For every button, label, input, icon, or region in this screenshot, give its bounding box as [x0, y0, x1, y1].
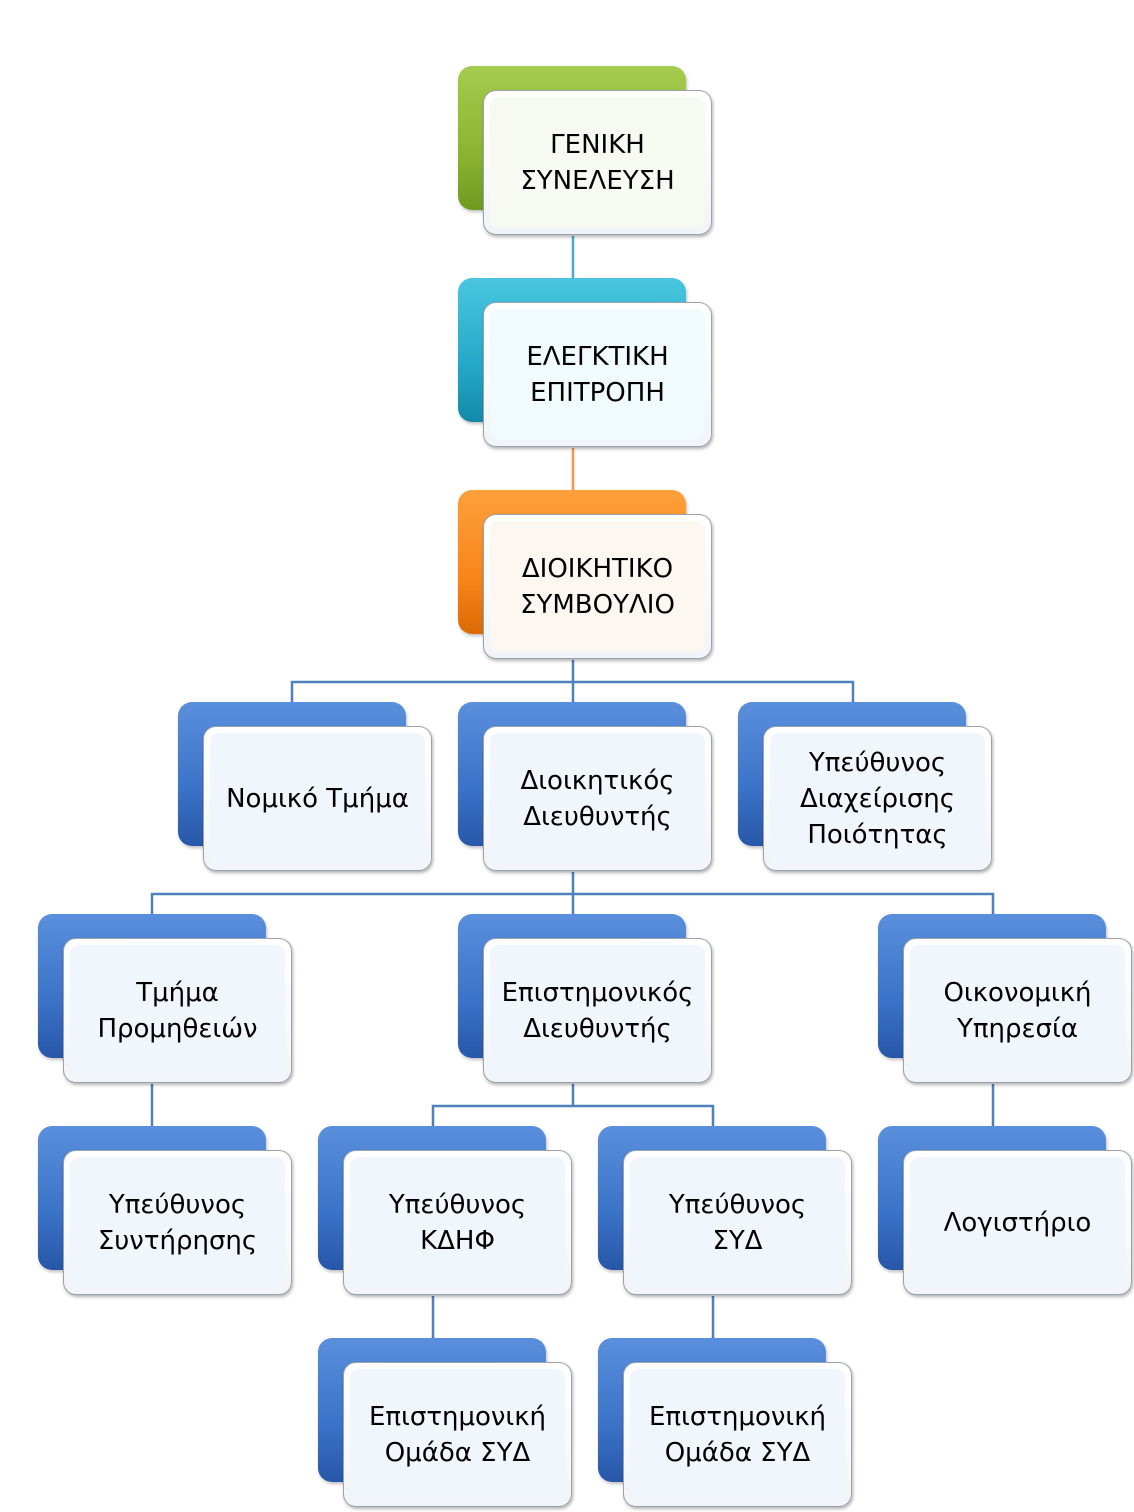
node-quality-manager: Υπεύθυνος Διαχείρισης Ποιότητας	[738, 702, 994, 872]
node-label: Λογιστήριο	[943, 1207, 1092, 1238]
node-general-assembly: ΓΕΝΙΚΗ ΣΥΝΕΛΕΥΣΗ	[458, 66, 714, 236]
node-scientific-director: Επιστημονικός Διευθυντής	[458, 914, 714, 1084]
node-team-syd-1: Επιστημονική Ομάδα ΣΥΔ	[318, 1338, 574, 1508]
node-label: Επιστημονική Ομάδα ΣΥΔ	[648, 1401, 827, 1468]
node-admin-director: Διοικητικός Διευθυντής	[458, 702, 714, 872]
node-label: Νομικό Τμήμα	[226, 783, 409, 814]
node-team-syd-2: Επιστημονική Ομάδα ΣΥΔ	[598, 1338, 854, 1508]
node-label: ΕΛΕΓΚΤΙΚΗ ΕΠΙΤΡΟΠΗ	[526, 341, 669, 408]
node-label: Διοικητικός Διευθυντής	[520, 765, 675, 832]
node-label: ΔΙΟΙΚΗΤΙΚΟ ΣΥΜΒΟΥΛΙΟ	[520, 553, 675, 620]
node-maintenance-manager: Υπεύθυνος Συντήρησης	[38, 1126, 294, 1296]
connector-level3-bar	[150, 892, 995, 915]
node-accounting: Λογιστήριο	[878, 1126, 1134, 1296]
node-financial-service: Οικονομική Υπηρεσία	[878, 914, 1134, 1084]
node-label: Υπεύθυνος Συντήρησης	[97, 1189, 258, 1256]
node-audit-committee: ΕΛΕΓΚΤΙΚΗ ΕΠΙΤΡΟΠΗ	[458, 278, 714, 448]
node-label: Οικονομική Υπηρεσία	[943, 977, 1092, 1044]
node-legal: Νομικό Τμήμα	[178, 702, 434, 872]
node-label: Επιστημονική Ομάδα ΣΥΔ	[368, 1401, 547, 1468]
node-syd-manager: Υπεύθυνος ΣΥΔ	[598, 1126, 854, 1296]
node-label: Υπεύθυνος ΚΔΗΦ	[388, 1189, 527, 1256]
node-kdhf-manager: Υπεύθυνος ΚΔΗΦ	[318, 1126, 574, 1296]
connector-level4-bar	[431, 1104, 715, 1127]
node-label: Τμήμα Προμηθειών	[97, 977, 258, 1044]
node-label: Υπεύθυνος Διαχείρισης Ποιότητας	[799, 747, 956, 850]
node-board: ΔΙΟΙΚΗΤΙΚΟ ΣΥΜΒΟΥΛΙΟ	[458, 490, 714, 660]
node-procurement: Τμήμα Προμηθειών	[38, 914, 294, 1084]
node-label: ΓΕΝΙΚΗ ΣΥΝΕΛΕΥΣΗ	[520, 129, 675, 196]
node-label: Υπεύθυνος ΣΥΔ	[668, 1189, 807, 1256]
node-label: Επιστημονικός Διευθυντής	[501, 977, 694, 1044]
